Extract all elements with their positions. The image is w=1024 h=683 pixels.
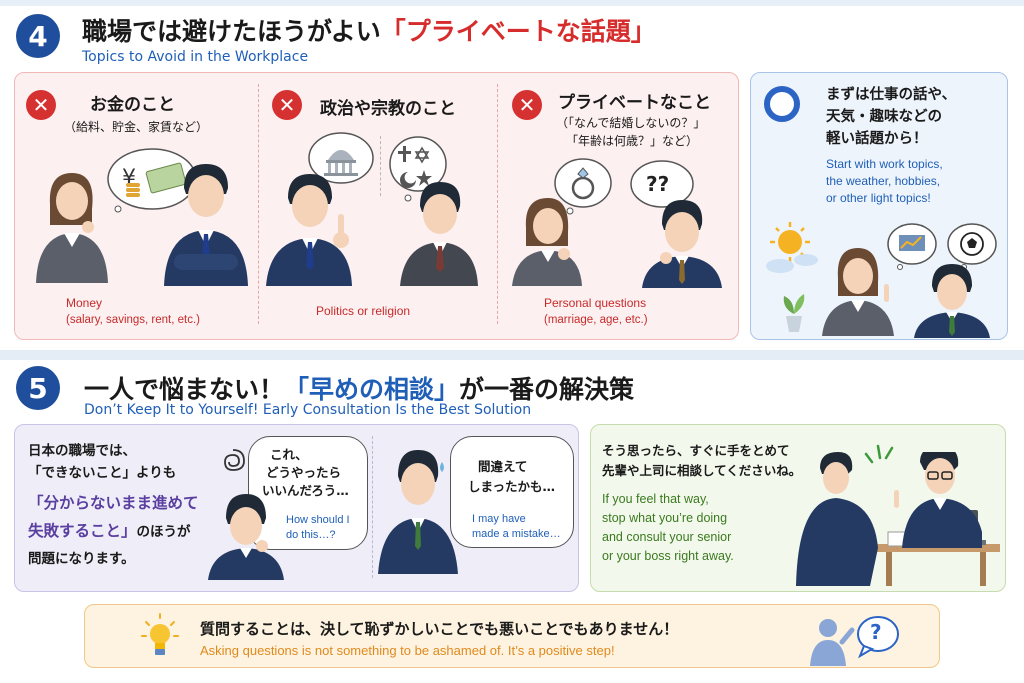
- private-caption-en-detail: (marriage, age, etc.): [544, 314, 648, 326]
- section-divider: [0, 350, 1024, 360]
- money-caption-en: Money: [66, 296, 103, 310]
- divider-thin: [380, 136, 381, 196]
- advice-en-2: stop what you’re doing: [602, 511, 728, 525]
- bubble-2-jp-1: 間違えて: [478, 459, 528, 474]
- ring-icon: [552, 156, 614, 220]
- thought-bubble-1: [248, 436, 368, 550]
- man-skeptical-illustration: [398, 178, 480, 286]
- section-4-title-prefix: 職場では避けたほうがよい: [82, 17, 381, 46]
- bottom-note-jp: 質問することは、決して恥ずかしいことでも悪いことでもありません！: [200, 620, 679, 638]
- bubble-1-jp-3: いいんだろう…: [262, 483, 349, 498]
- section-4-title-highlight: 「プライベートな話題」: [380, 17, 656, 46]
- soccer-ball-bubble: [946, 222, 998, 274]
- good-topics-jp-1: まずは仕事の話や、: [826, 87, 957, 103]
- politics-caption-en: Politics or religion: [316, 304, 411, 318]
- question-mark-text: ?: [870, 620, 882, 644]
- capitol-icon: [306, 130, 376, 194]
- man-pointing-illustration: [266, 170, 352, 286]
- section-5-subtitle: Don’t Keep It to Yourself! Early Consult…: [84, 402, 532, 418]
- chart-bubble: [886, 222, 938, 274]
- advice-jp-1: そう思ったら、すぐに手をとめて: [602, 443, 790, 458]
- bubble-2-en-1: I may have: [472, 513, 526, 525]
- meeting-illustration: [790, 452, 1002, 586]
- lightbulb-icon: [140, 612, 180, 664]
- private-sub-1: （「なんで結婚しないの？」: [556, 116, 706, 130]
- divider-3: [372, 436, 373, 578]
- left-highlight-2: 失敗すること」: [28, 522, 137, 540]
- advice-en-1: If you feel that way,: [602, 492, 709, 506]
- section-5-title-prefix: 一人で悩まない！: [84, 375, 285, 404]
- left-jp-1: 日本の職場では、: [28, 443, 136, 459]
- bubble-2-jp-2: しまったかも…: [468, 479, 556, 494]
- section-5-number: 5: [16, 366, 60, 410]
- money-caption-en-detail: (salary, savings, rent, etc.): [66, 314, 200, 326]
- bubble-1-en-1: How should I: [286, 514, 350, 526]
- divider-2: [497, 84, 498, 324]
- stress-scribble-icon: [218, 446, 248, 480]
- good-topics-en-2: the weather, hobbies,: [826, 174, 941, 188]
- advice-en-4: or your boss right away.: [602, 549, 734, 563]
- religion-icon: [386, 134, 448, 208]
- section-5-title: 一人で悩まない！「早めの相談」が一番の解決策: [84, 370, 634, 406]
- money-icon: ¥: [104, 145, 200, 219]
- left-jp-2: 「できないこと」よりも: [28, 465, 177, 481]
- man-listening-illustration: [912, 262, 992, 338]
- left-jp-3-suffix: のほうが: [136, 524, 191, 540]
- good-topics-jp-3: 軽い話題から！: [826, 131, 928, 147]
- good-topics-jp-2: 天気・趣味などの: [826, 109, 942, 125]
- bubble-1-en-2: do this…?: [286, 529, 336, 541]
- top-band: [0, 0, 1024, 6]
- left-jp-4: 問題になります。: [28, 551, 135, 567]
- left-highlight-1: 「分からないまま進めて: [28, 494, 199, 512]
- private-sub-2: 「年齢は何歳？」など）: [566, 134, 699, 148]
- emphasis-lines-icon: [862, 440, 898, 470]
- section-5-title-suffix: が一番の解決策: [459, 375, 635, 404]
- good-topics-en-1: Start with work topics,: [826, 157, 943, 171]
- man-worried-illustration: [206, 492, 286, 580]
- bottom-note-panel: [84, 604, 940, 668]
- bubble-1-jp-2: どうやったら: [266, 465, 342, 480]
- money-heading: お金のこと: [90, 95, 175, 115]
- x-mark-icon: ✕: [26, 90, 56, 120]
- yen-symbol: ¥: [122, 166, 136, 191]
- left-highlight-line: 失敗すること」のほうが: [28, 520, 191, 543]
- bubble-1-jp-1: これ、: [270, 447, 308, 462]
- section-4-number: 4: [16, 14, 60, 58]
- person-question-icon: [806, 612, 902, 670]
- man-confused-illustration: [640, 196, 724, 288]
- x-mark-icon: ✕: [272, 90, 302, 120]
- money-sub: （給料、貯金、家賃など）: [64, 120, 209, 134]
- woman-talking-illustration: [818, 244, 898, 336]
- woman-thinking-illustration: [30, 165, 110, 283]
- good-topics-en-3: or other light topics!: [826, 191, 931, 205]
- divider-1: [258, 84, 259, 324]
- section-4-title: 職場では避けたほうがよい「プライベートな話題」: [82, 12, 656, 48]
- private-heading: プライベートなこと: [558, 93, 711, 113]
- man-arms-crossed-illustration: [160, 158, 250, 286]
- woman-smiling-illustration: [508, 194, 586, 286]
- advice-en-3: and consult your senior: [602, 530, 732, 544]
- x-mark-icon: ✕: [512, 90, 542, 120]
- section-5-title-highlight: 「早めの相談」: [284, 375, 460, 404]
- politics-heading: 政治や宗教のこと: [320, 99, 456, 119]
- plant-icon: [778, 290, 810, 338]
- thought-bubble-2: [450, 436, 574, 548]
- bubble-2-en-2: made a mistake…: [472, 528, 561, 540]
- question-marks-text: ??: [646, 172, 670, 196]
- man-nervous-illustration: [376, 446, 460, 574]
- advice-jp-2: 先輩や上司に相談してくださいね。: [602, 463, 802, 478]
- section-4-subtitle: Topics to Avoid in the Workplace: [82, 49, 309, 65]
- sun-icon: [762, 220, 822, 280]
- private-caption-en: Personal questions: [544, 296, 647, 310]
- bottom-note-en: Asking questions is not something to be …: [200, 643, 615, 658]
- circle-ok-icon: [764, 86, 800, 122]
